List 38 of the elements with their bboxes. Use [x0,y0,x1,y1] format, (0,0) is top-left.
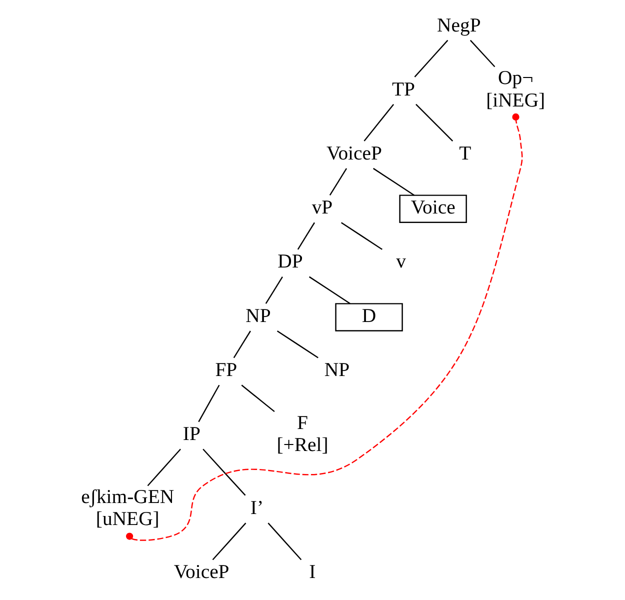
connector [212,522,246,560]
node-text: VoiceP [173,561,229,584]
node-text: v [396,250,406,273]
node-text: eʃkim-GEN [uNEG] [80,486,174,530]
connector [202,448,246,496]
connector [198,384,220,422]
node-box: D [334,303,402,332]
connector [264,276,282,304]
connector [232,330,250,358]
node-box: Voice [398,194,466,224]
connector [328,168,347,196]
node-text: NP [324,359,350,382]
node-text: IP [182,423,200,446]
node-text: FP [214,359,237,382]
node-text: NegP [436,14,480,36]
connector [240,384,274,412]
node-text: VoiceP [326,142,382,164]
node-text: I’ [250,497,264,520]
connector [308,276,350,304]
connector [469,40,495,68]
connector [415,104,453,142]
node-text: F [+Rel] [276,412,328,456]
connector [363,104,394,142]
node-text: NP [245,304,270,327]
node-text: T [458,142,471,164]
connector [146,448,180,486]
connector [276,330,318,358]
node-text: TP [392,78,415,100]
connector [414,40,448,78]
node-text: I [308,561,316,584]
connector [372,168,414,196]
node-text: Op¬ [iNEG] [486,67,545,112]
node-text: vP [311,196,332,219]
connector [340,222,382,250]
node-text: DP [277,250,302,273]
connector [296,222,315,250]
connector [267,522,302,560]
connector [126,113,522,541]
